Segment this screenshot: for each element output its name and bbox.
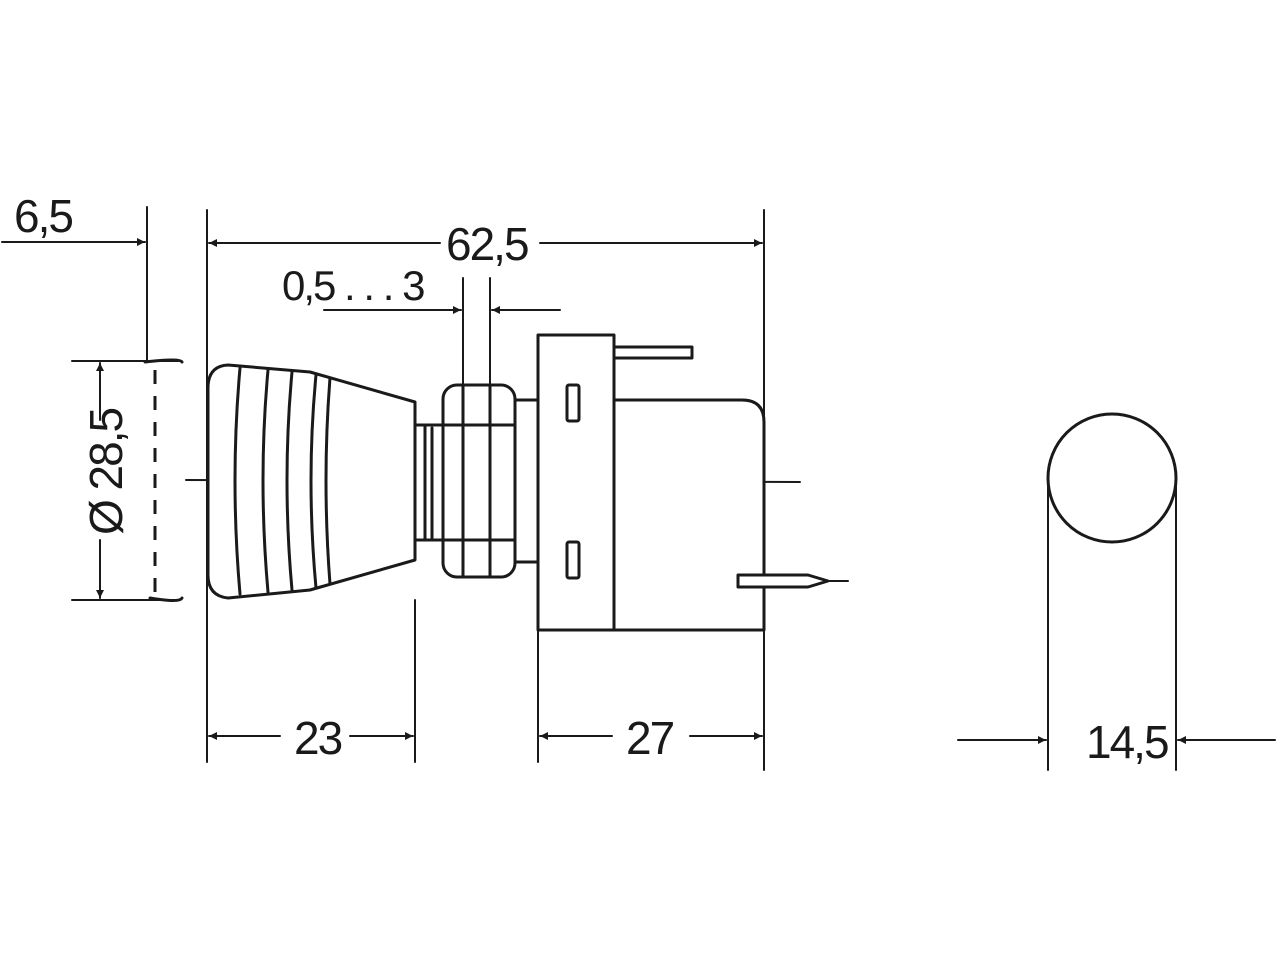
dim-housing-length-label: 27	[626, 712, 674, 764]
panel-outline	[143, 358, 184, 602]
switch-housing	[536, 333, 766, 632]
ribbed-knob	[206, 363, 417, 600]
dim-knob-width-label: 14,5	[1086, 716, 1168, 768]
dim-overhang-label: 6,5	[14, 190, 72, 242]
dim-diameter-label: Ø 28,5	[80, 408, 132, 535]
terminal-top	[612, 345, 694, 360]
terminal-right	[736, 573, 849, 589]
dim-total-length-label: 62,5	[446, 218, 528, 270]
mounting-nut	[441, 383, 540, 579]
dim-panel-range-label: 0,5 . . . 3	[282, 262, 424, 309]
dimension-lines	[1, 238, 1276, 744]
end-view-knob	[1046, 412, 1178, 544]
dim-knob-length-label: 23	[294, 712, 342, 764]
